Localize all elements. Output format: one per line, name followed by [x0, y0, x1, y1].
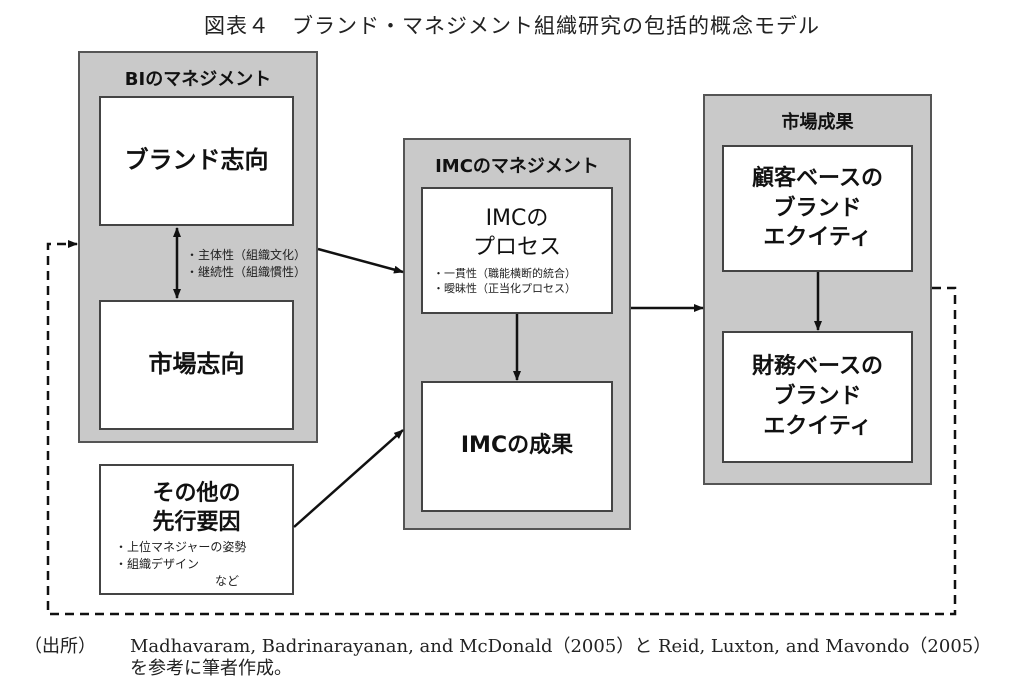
- source-line2: を参考に筆者作成。: [130, 658, 292, 679]
- other-note-etc: など: [215, 574, 240, 589]
- other-antecedents-notes: ・上位マネジャーの姿勢 ・組織デザイン など: [115, 539, 246, 590]
- brand-orientation-label: ブランド志向: [124, 146, 269, 175]
- source-line1: Madhavaram, Badrinarayanan, and McDonald…: [130, 636, 992, 657]
- bi-note-continuity: ・継続性（組織慣性）: [186, 265, 307, 279]
- imc-note-consistency: ・一貫性（職能横断的統合）: [433, 267, 576, 281]
- imc-outcome-label: IMCの成果: [460, 433, 574, 459]
- market-outcome-title: 市場成果: [781, 112, 854, 133]
- brand-orientation-box: ブランド志向: [99, 96, 294, 226]
- bi-note-autonomy: ・主体性（組織文化）: [186, 248, 307, 262]
- imc-process-label: IMCの プロセス: [472, 206, 561, 260]
- market-orientation-box: 市場志向: [99, 300, 294, 430]
- customer-equity-label: 顧客ベースの ブランド エクイティ: [752, 165, 883, 251]
- imc-process-notes: ・一貫性（職能横断的統合） ・曖昧性（正当化プロセス）: [433, 266, 576, 296]
- imc-process-box: IMCの プロセス ・一貫性（職能横断的統合） ・曖昧性（正当化プロセス）: [421, 187, 613, 314]
- market-orientation-label: 市場志向: [148, 350, 245, 379]
- bi-to-imc-arrow: [317, 247, 404, 274]
- imc-management-title: IMCのマネジメント: [435, 156, 599, 177]
- source-lead: （出所）: [24, 636, 96, 657]
- imc-note-ambiguity: ・曖昧性（正当化プロセス）: [433, 282, 576, 296]
- feedback-dashed-arrow: [46, 240, 957, 616]
- other-antecedents-box: その他の 先行要因 ・上位マネジャーの姿勢 ・組織デザイン など: [99, 464, 294, 595]
- other-antecedents-label: その他の 先行要因: [152, 481, 241, 535]
- customer-equity-box: 顧客ベースの ブランド エクイティ: [722, 145, 913, 272]
- source-note: （出所） Madhavaram, Badrinarayanan, and McDo…: [24, 636, 1014, 680]
- other-to-imc-arrow: [293, 429, 404, 528]
- other-note-org-design: ・組織デザイン: [115, 557, 200, 572]
- figure-title: 図表４ ブランド・マネジメント組織研究の包括的概念モデル: [204, 14, 820, 38]
- imc-outcome-box: IMCの成果: [421, 381, 613, 512]
- bi-management-title: BIのマネジメント: [124, 69, 272, 90]
- financial-equity-label: 財務ベースの ブランド エクイティ: [752, 354, 883, 439]
- financial-equity-box: 財務ベースの ブランド エクイティ: [722, 331, 913, 463]
- bi-notes: ・主体性（組織文化） ・継続性（組織慣性）: [186, 247, 306, 281]
- other-note-top-manager: ・上位マネジャーの姿勢: [115, 540, 247, 555]
